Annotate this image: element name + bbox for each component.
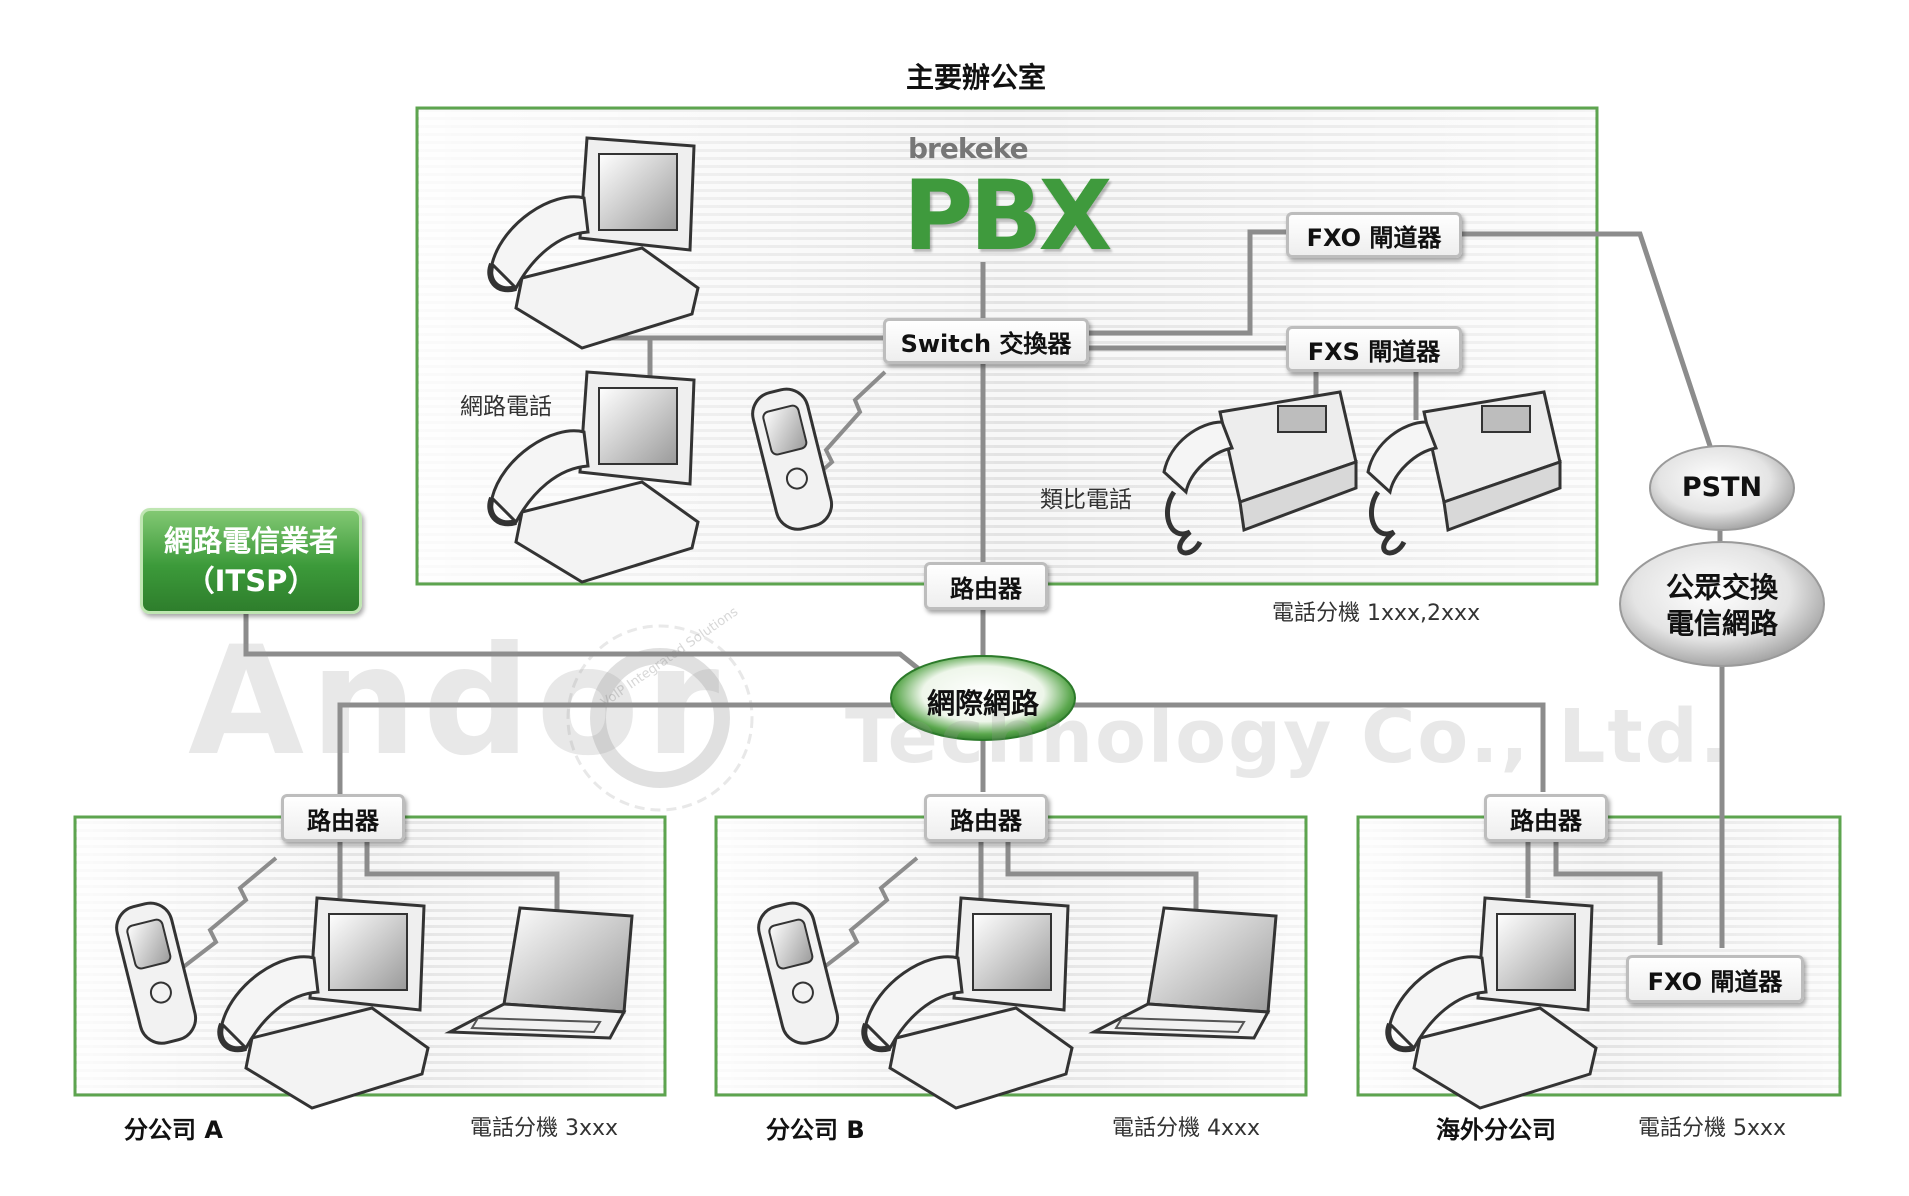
mobile-phone-icon (751, 387, 834, 531)
video-phone-icon (487, 370, 700, 584)
pstn-label: PSTN (1681, 472, 1763, 503)
mobile-phone-icon (757, 901, 840, 1045)
branch-a-router-box: 路由器 (281, 794, 405, 842)
overseas-extension: 電話分機 5xxx (1638, 1116, 1787, 1141)
main-router-box: 路由器 (924, 562, 1048, 610)
overseas-name: 海外分公司 (1436, 1116, 1556, 1144)
ip-phone-label: 網路電話 (460, 394, 552, 420)
pstn-desc: 公眾交換 電信網路 (1620, 570, 1824, 642)
internet-label: 網際網路 (926, 687, 1039, 720)
itsp-line1: 網路電信業者 (163, 524, 338, 558)
overseas-router-box: 路由器 (1484, 794, 1608, 842)
pstn-cloud (1619, 445, 1825, 667)
video-phone-icon (1385, 896, 1598, 1110)
wireless-signal-icon (180, 370, 919, 970)
laptop-icon (1088, 906, 1278, 1040)
watermark-brand: Andor (188, 615, 726, 789)
overseas-fxo-gateway-box: FXO 閘道器 (1626, 955, 1804, 1003)
itsp-box: 網路電信業者 （ITSP） (140, 508, 362, 614)
branch-b-name: 分公司 B (766, 1116, 865, 1144)
pstn-desc-line2: 電信網路 (1665, 607, 1778, 640)
video-phone-icon (217, 896, 430, 1110)
laptop-icon (444, 906, 634, 1040)
analog-phone-icon (1366, 390, 1562, 556)
branch-b-extension: 電話分機 4xxx (1112, 1116, 1261, 1141)
switch-box: Switch 交換器 (883, 318, 1089, 364)
internet-cloud (890, 655, 1076, 741)
brand-logo-small: brekeke (908, 132, 1029, 165)
analog-phone-label: 類比電話 (1040, 487, 1132, 513)
fxo-gateway-box: FXO 閘道器 (1286, 212, 1462, 258)
fxs-gateway-box: FXS 閘道器 (1286, 326, 1462, 372)
main-extension-label: 電話分機 1xxx,2xxx (1272, 601, 1481, 626)
brand-logo-pbx: PBX (903, 160, 1113, 272)
branch-a-extension: 電話分機 3xxx (470, 1116, 619, 1141)
video-phone-icon (487, 136, 700, 350)
itsp-line2: （ITSP） (185, 564, 317, 598)
mobile-phone-icon (115, 901, 198, 1045)
analog-phone-icon (1162, 390, 1358, 556)
branch-b-router-box: 路由器 (924, 794, 1048, 842)
pstn-desc-line1: 公眾交換 (1665, 571, 1778, 604)
branch-a-name: 分公司 A (124, 1116, 223, 1144)
main-office-title: 主要辦公室 (906, 61, 1047, 94)
video-phone-icon (861, 896, 1074, 1110)
watermark-company: Technology Co., Ltd. (845, 694, 1730, 780)
